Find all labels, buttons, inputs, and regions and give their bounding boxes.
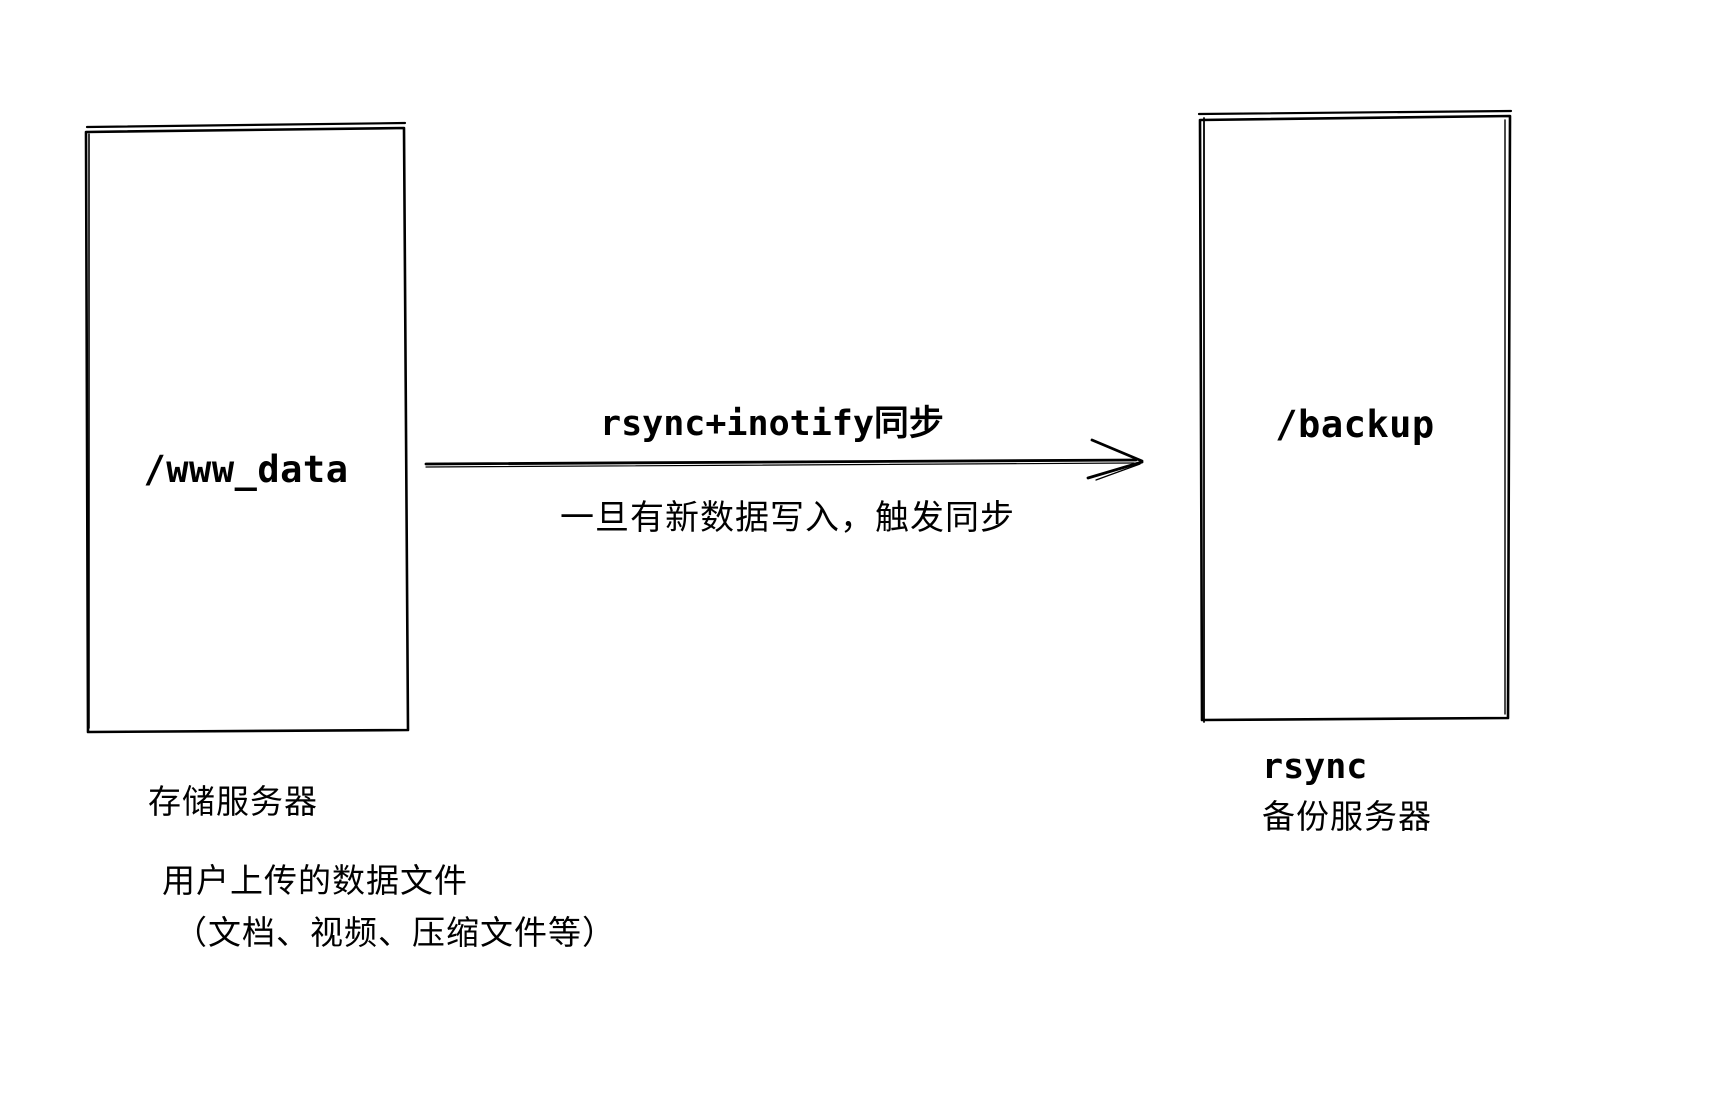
backup-server-box-shape [1197,109,1513,723]
storage-server-path-label: /www_data [143,448,349,491]
sync-arrow-shape [424,438,1144,481]
backup-server-caption: rsync 备份服务器 [1262,745,1432,841]
storage-server-caption-description: 用户上传的数据文件 （文档、视频、压缩文件等） [162,855,616,959]
storage-caption-line-2: （文档、视频、压缩文件等） [174,913,616,952]
storage-server-caption-title: 存储服务器 [148,782,318,821]
backup-server-path-label: /backup [1275,403,1435,446]
sync-arrow-label-above: rsync+inotify同步 [600,404,944,444]
storage-caption-line-1: 用户上传的数据文件 [162,861,468,900]
backup-server-caption-service: rsync [1262,747,1368,787]
sync-arrow-label-below: 一旦有新数据写入，触发同步 [560,498,1015,538]
node-storage-server[interactable]: /www_data [78,118,414,738]
storage-server-box-shape [84,121,410,734]
node-backup-server[interactable]: /backup [1192,108,1518,726]
sync-arrow [420,420,1160,500]
backup-server-caption-role: 备份服务器 [1262,797,1432,836]
